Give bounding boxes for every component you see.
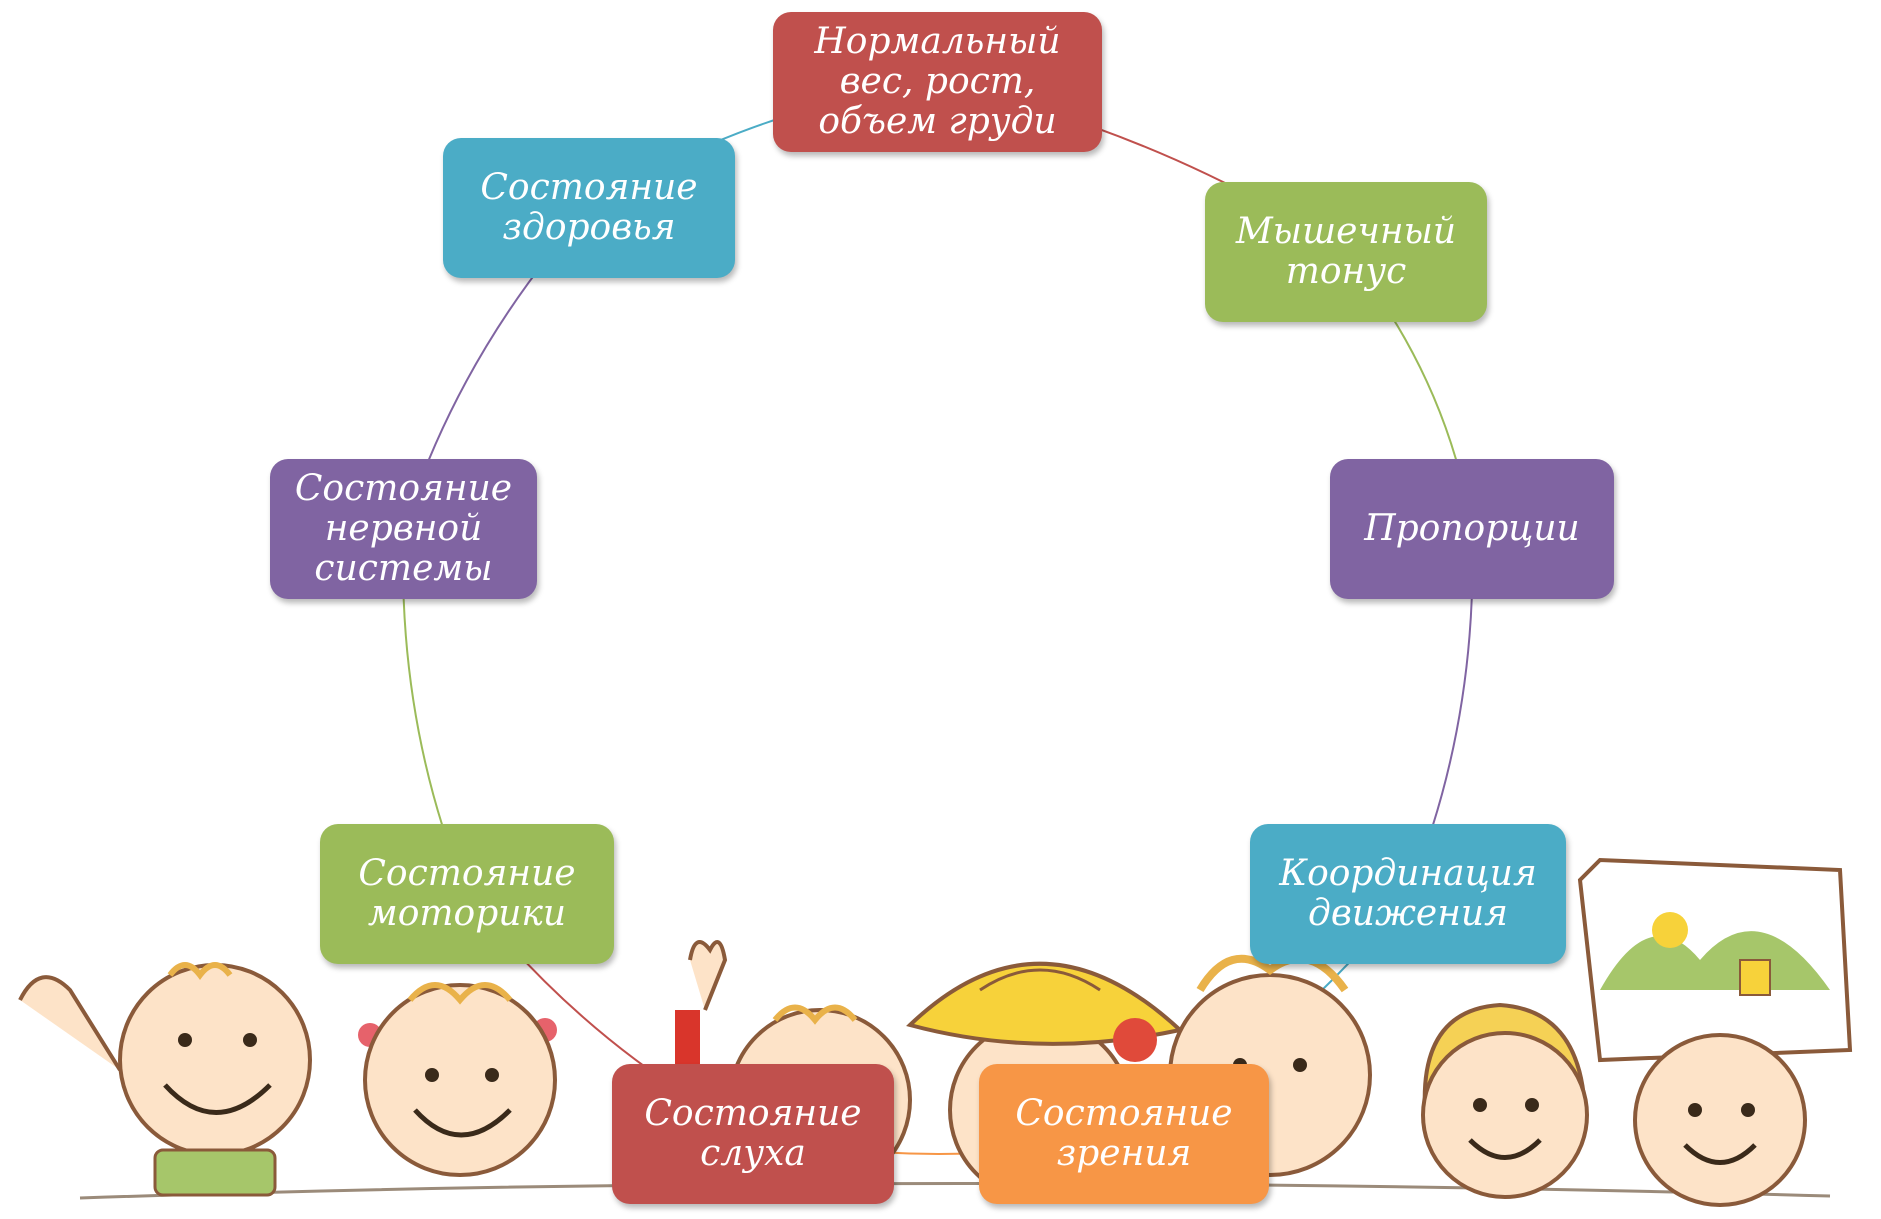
- node-label: Нормальный вес, рост, объем груди: [814, 21, 1061, 142]
- node-label: Состояние слуха: [644, 1093, 862, 1174]
- node-health-state: Состояние здоровья: [443, 138, 735, 278]
- child-2: [358, 940, 728, 1177]
- child-6: [1421, 1002, 1589, 1199]
- node-nervous-system-state: Состояние нервной системы: [270, 459, 537, 599]
- child-7: [1577, 857, 1853, 1207]
- ground-line: [79, 1181, 1831, 1200]
- node-hearing-state: Состояние слуха: [612, 1064, 894, 1204]
- node-label: Состояние нервной системы: [294, 468, 513, 589]
- node-label: Состояние зрения: [1015, 1093, 1233, 1174]
- node-muscle-tone: Мышечный тонус: [1205, 182, 1487, 322]
- node-proportions: Пропорции: [1330, 459, 1614, 599]
- child-1: [18, 962, 312, 1197]
- node-label: Координация движения: [1279, 853, 1537, 934]
- node-label: Пропорции: [1364, 508, 1580, 549]
- node-label: Состояние моторики: [358, 853, 576, 934]
- node-vision-state: Состояние зрения: [979, 1064, 1269, 1204]
- node-label: Состояние здоровья: [480, 167, 698, 248]
- node-motor-state: Состояние моторики: [320, 824, 614, 964]
- node-label: Мышечный тонус: [1235, 211, 1457, 292]
- node-movement-coordination: Координация движения: [1250, 824, 1566, 964]
- node-normal-weight: Нормальный вес, рост, объем груди: [773, 12, 1102, 152]
